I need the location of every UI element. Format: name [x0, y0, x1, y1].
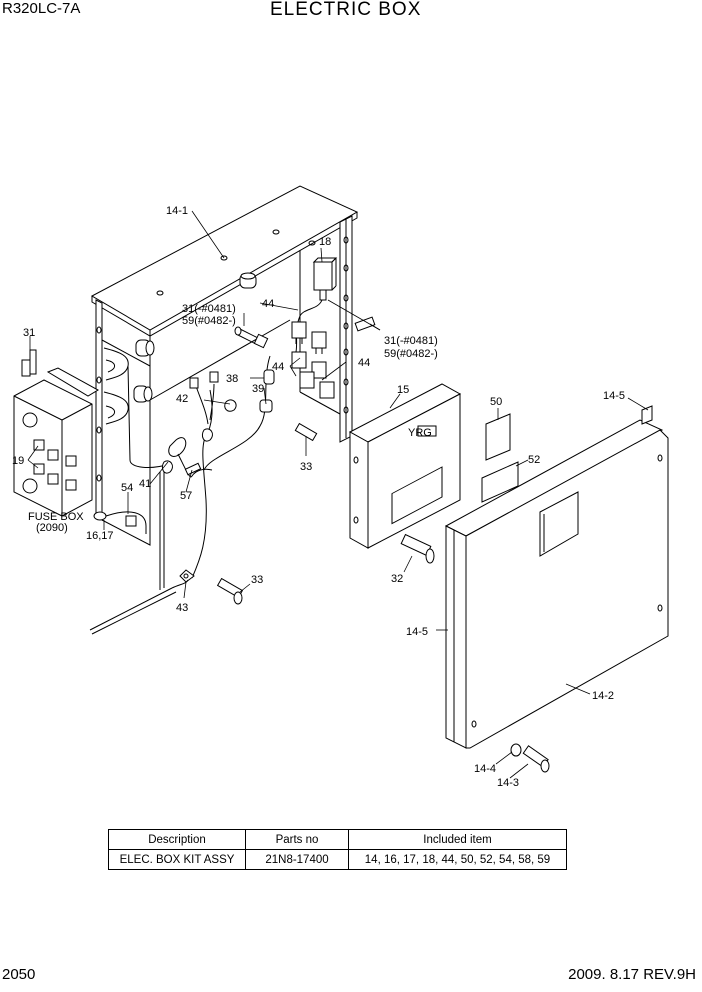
callout-19: 19 [12, 455, 24, 467]
controller-unit [348, 383, 462, 549]
callout-14-1: 14-1 [166, 205, 188, 217]
callout-42: 42 [176, 393, 188, 405]
callout-31-59-left-a: 31(-#0481) [182, 303, 236, 315]
callout-31-59-left-b: 59(#0482-) [182, 315, 236, 327]
table-row: ELEC. BOX KIT ASSY 21N8-17400 14, 16, 17… [108, 849, 567, 870]
callout-33-top: 33 [300, 461, 312, 473]
callout-43: 43 [176, 602, 188, 614]
model-number: R320LC-7A [2, 0, 81, 17]
callout-14-2: 14-2 [592, 690, 614, 702]
callout-31-59-right-b: 59(#0482-) [384, 348, 438, 360]
callout-14-5-left: 14-5 [406, 626, 428, 638]
callout-labels: 14-1 18 31(-#0481) 59(#0482-) 44 31 31(-… [12, 205, 625, 789]
callout-44-right: 44 [358, 357, 370, 369]
callout-14-5-top: 14-5 [603, 390, 625, 402]
callout-52: 52 [528, 454, 540, 466]
callout-50: 50 [490, 396, 502, 408]
callout-41: 41 [139, 478, 151, 490]
fuse-box-number: (2090) [36, 522, 68, 534]
electric-box-housing [90, 185, 359, 546]
callout-57: 57 [180, 490, 192, 502]
callout-14-3: 14-3 [497, 777, 519, 789]
relay-bank [291, 257, 338, 399]
controller-label: YRG [408, 427, 432, 439]
callout-32: 32 [391, 573, 403, 585]
leader-lines [27, 210, 649, 779]
callout-33-bottom: 33 [251, 574, 263, 586]
callout-31-left: 31 [23, 327, 35, 339]
callout-18: 18 [319, 236, 331, 248]
fuse-box-label: FUSE BOX [28, 511, 84, 523]
callout-14-4: 14-4 [474, 763, 496, 775]
fuse-box [13, 367, 147, 534]
callout-38: 38 [226, 373, 238, 385]
callout-54: 54 [121, 482, 133, 494]
cover-panel [444, 405, 669, 749]
table-header-cell: Description [108, 829, 246, 850]
callout-15: 15 [397, 384, 409, 396]
callout-31-59-right-a: 31(-#0481) [384, 335, 438, 347]
parts-table: Description Parts no Included item ELEC.… [108, 829, 567, 870]
table-cell: 21N8-17400 [245, 849, 349, 870]
callout-44-top: 44 [262, 298, 274, 310]
callout-44-mid: 44 [272, 361, 284, 373]
label-plate-50 [485, 413, 511, 461]
label-plate-52 [481, 461, 519, 503]
wiring-harness [89, 355, 275, 635]
page-title: ELECTRIC BOX [270, 0, 422, 20]
table-header-cell: Included item [348, 829, 567, 850]
callout-16-17: 16,17 [86, 530, 114, 542]
page-number: 2050 [2, 966, 36, 983]
revision-date: 2009. 8.17 REV.9H [568, 966, 696, 983]
table-header-row: Description Parts no Included item [108, 829, 567, 850]
table-header-cell: Parts no [245, 829, 349, 850]
callout-39: 39 [252, 383, 264, 395]
table-cell: ELEC. BOX KIT ASSY [108, 849, 246, 870]
table-cell: 14, 16, 17, 18, 44, 50, 52, 54, 58, 59 [348, 849, 567, 870]
